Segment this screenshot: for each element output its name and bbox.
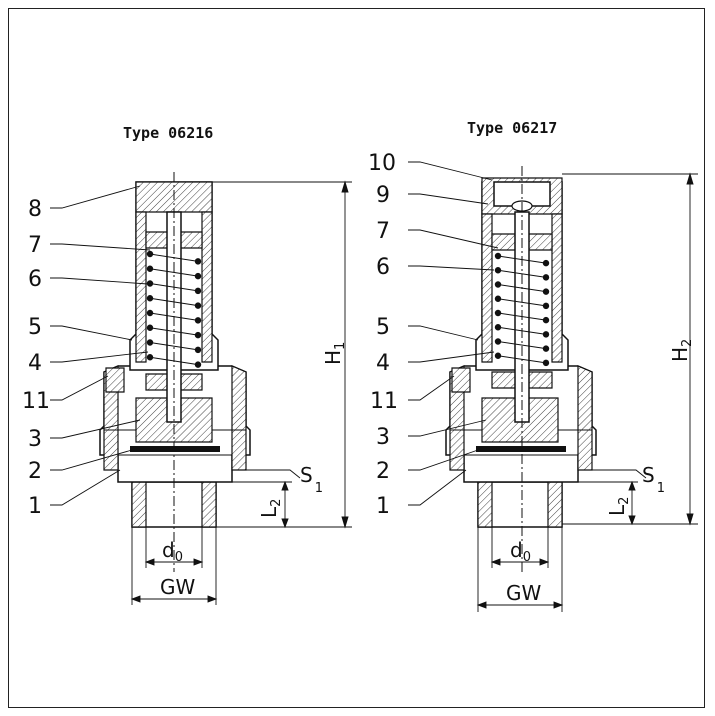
label-3-left: 3 [28,427,42,452]
label-6-right: 6 [376,255,390,280]
dim-l2-left: L2 [257,499,284,518]
dim-h1: H1 [321,342,348,365]
dim-d0-right: d0 [510,538,531,565]
spring-wire [149,327,199,336]
label-10-right: 10 [368,151,396,176]
label-5-right: 5 [376,315,390,340]
spring-wire [497,269,547,278]
spring-coils-left [146,250,202,368]
dim-l2-right: L2 [605,497,632,516]
dim-h2: H2 [668,339,695,362]
spring-wire [497,341,547,350]
label-5-left: 5 [28,315,42,340]
dim-gw-right: GW [506,581,541,605]
valve-type-06216: Type 06216 [50,124,251,572]
label-11-right: 11 [370,389,398,414]
label-9-right: 9 [376,183,390,208]
dim-d0-left: d0 [162,538,183,565]
label-1-right: 1 [376,494,390,519]
spring-wire [497,298,547,307]
dim-gw-left: GW [160,575,195,599]
label-7-right: 7 [376,219,390,244]
label-2-right: 2 [376,459,390,484]
label-7-left: 7 [28,233,42,258]
label-4-right: 4 [376,351,390,376]
label-11-left: 11 [22,389,50,414]
valve-type-06217: Type 06217 [408,119,597,575]
label-2-left: 2 [28,459,42,484]
dim-s1-left: S1 [300,463,323,496]
label-8-left: 8 [28,197,42,222]
spring-wire [149,342,199,351]
label-1-left: 1 [28,494,42,519]
title-type-06217: Type 06217 [467,119,557,137]
spring-wire [149,268,199,277]
dim-s1-right: S1 [642,463,665,496]
title-type-06216: Type 06216 [123,124,213,142]
label-4-left: 4 [28,351,42,376]
label-3-right: 3 [376,425,390,450]
drawing-frame [8,8,705,708]
label-6-left: 6 [28,267,42,292]
